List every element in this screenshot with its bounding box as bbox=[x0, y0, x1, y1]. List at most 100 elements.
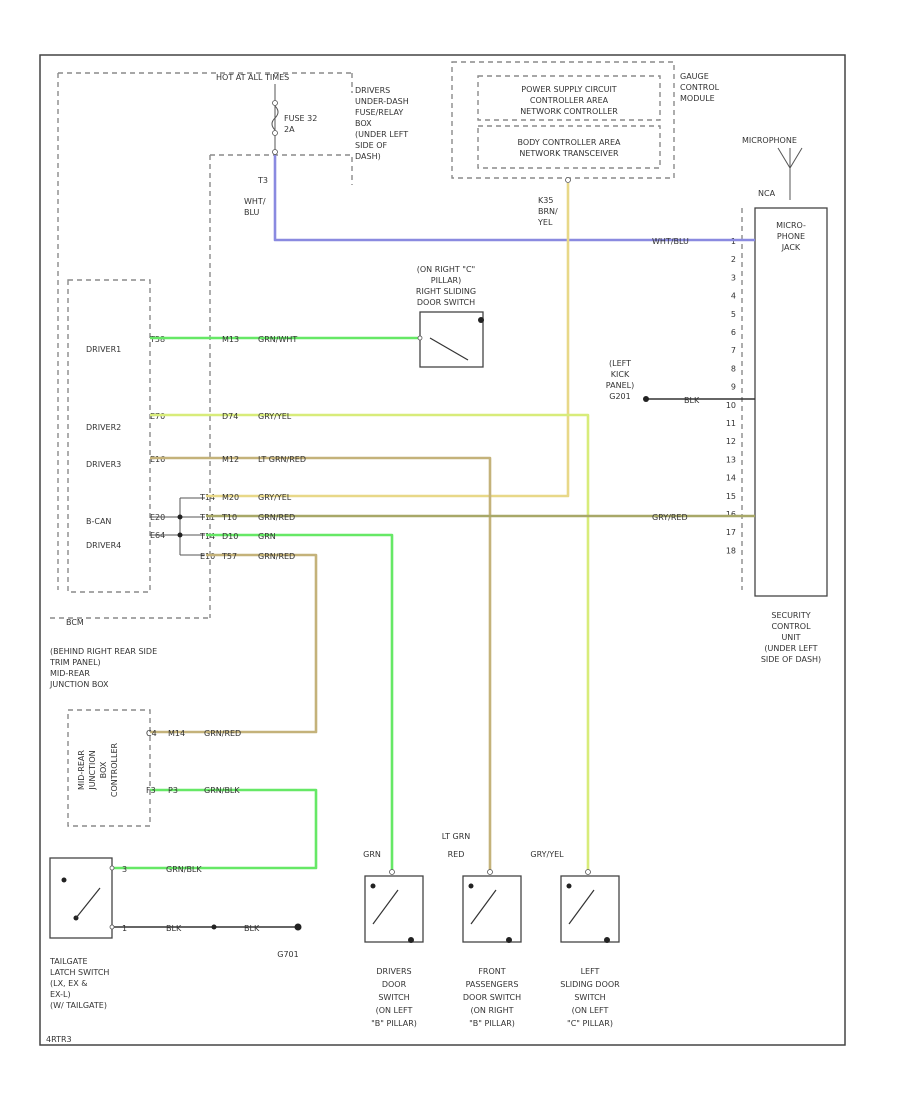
bcm-row-labels-text: B-CAN bbox=[86, 517, 111, 526]
switch-labels-text: DRIVERS bbox=[376, 967, 411, 976]
fuse-box-label-text: DRIVERS bbox=[355, 86, 390, 95]
splice-pin-labels-text: T14 bbox=[199, 532, 215, 541]
pin-numbers-text: 13 bbox=[726, 455, 736, 464]
switch-labels-text: (ON RIGHT bbox=[471, 1006, 514, 1015]
tailgate-wire-labels-text: BLK bbox=[166, 924, 182, 933]
tailgate-switch-label-text: (W/ TAILGATE) bbox=[50, 1001, 107, 1010]
switch-icon bbox=[568, 889, 595, 925]
fuse-pin-label: T3 bbox=[257, 176, 268, 185]
gcm-title-label-text: MODULE bbox=[680, 94, 715, 103]
security-control-unit-label-text: SIDE OF DASH) bbox=[761, 655, 821, 664]
rear-junction-box-label-text: MID-REAR bbox=[50, 669, 90, 678]
g701-ground-labels-text: G701 bbox=[277, 950, 298, 959]
fuse-label-text: 2A bbox=[284, 125, 295, 134]
bcm-pin-labels-text: E70 bbox=[150, 412, 165, 421]
fuse-box-label-text: DASH) bbox=[355, 152, 381, 161]
antenna-icon bbox=[777, 147, 803, 200]
splice-pin-labels-text: T14 bbox=[199, 493, 215, 502]
gcm-wire-label-text: BRN/ bbox=[538, 207, 558, 216]
security-control-unit-label-text: UNIT bbox=[781, 633, 800, 642]
switch-icon bbox=[75, 887, 101, 919]
switch-icon bbox=[429, 337, 469, 361]
switch-labels-text: (ON LEFT bbox=[572, 1006, 609, 1015]
hot-at-all-times-label: HOT AT ALL TIMES bbox=[216, 73, 289, 82]
pin-numbers-text: 11 bbox=[726, 419, 736, 428]
gcm-title-label: GAUGE CONTROL MODULE bbox=[680, 72, 720, 103]
switch-icon bbox=[470, 889, 497, 925]
fuse-wire-label: WHT/BLU bbox=[244, 197, 266, 217]
gcm-inner-labels-text: NETWORK TRANSCEIVER bbox=[519, 149, 619, 158]
wire-lt-grn-red bbox=[150, 456, 492, 872]
wht-blu-wire-label: WHT/BLU bbox=[652, 237, 689, 246]
gcm-title-label-text: GAUGE bbox=[680, 72, 709, 81]
drivers-door-switch bbox=[364, 869, 424, 943]
microphone-label: MICROPHONE bbox=[742, 136, 797, 145]
bcm-row-labels-text: DRIVER3 bbox=[86, 460, 121, 469]
fuse-wire-label-text: BLU bbox=[244, 208, 260, 217]
bcm-wire-labels-text: GRY/YEL bbox=[258, 412, 292, 421]
switch-labels-text: FRONT bbox=[478, 967, 505, 976]
right-sliding-door-label-text: DOOR SWITCH bbox=[417, 298, 475, 307]
gcm-wire-label-text: YEL bbox=[537, 218, 553, 227]
switch-labels-text: SWITCH bbox=[574, 993, 605, 1002]
gcm-wire-label-text: K35 bbox=[538, 196, 553, 205]
bcm-wire-labels-text: GRN/WHT bbox=[258, 335, 297, 344]
tailgate-switch-label-text: EX-L) bbox=[50, 990, 71, 999]
wire-grn bbox=[206, 533, 394, 872]
microphone-nca-label: NCA bbox=[758, 189, 776, 198]
jb-inner-labels-text: JUNCTION bbox=[88, 750, 97, 790]
tailgate-wire-labels-text: GRN/BLK bbox=[166, 865, 202, 874]
switch-labels-text: LEFT bbox=[581, 967, 600, 976]
gcm-title-label-text: CONTROL bbox=[680, 83, 720, 92]
switch-wire-labels-text: GRN bbox=[363, 850, 381, 859]
microphone: MICROPHONE NCA bbox=[742, 136, 803, 200]
switch-labels-text: DOOR bbox=[382, 980, 407, 989]
switch-labels-text: "B" PILLAR) bbox=[469, 1019, 515, 1028]
microphone-jack-label-text: MICRO- bbox=[776, 221, 806, 230]
pin-numbers-text: 17 bbox=[726, 528, 736, 537]
fuse-box-label-text: UNDER-DASH bbox=[355, 97, 409, 106]
jb-inner-labels-text: BOX bbox=[99, 761, 108, 778]
bcm-wire-labels-text: M20 bbox=[222, 493, 239, 502]
pin-numbers-text: 9 bbox=[731, 383, 736, 392]
pin-numbers-text: 12 bbox=[726, 437, 736, 446]
wire-grn-red-jb bbox=[150, 553, 318, 734]
left-kick-panel-label-text: G201 bbox=[609, 392, 630, 401]
pin-numbers-text: 1 bbox=[731, 237, 736, 246]
tailgate-pin-labels-text: 1 bbox=[122, 924, 127, 933]
tailgate-switch-label-text: LATCH SWITCH bbox=[50, 968, 109, 977]
tailgate-switch-label-text: (LX, EX & bbox=[50, 979, 87, 988]
left-kick-panel-label-text: PANEL) bbox=[606, 381, 634, 390]
switch-labels: DRIVERS DOOR SWITCH (ON LEFT "B" PILLAR) FRON… bbox=[371, 967, 620, 1028]
security-control-unit-label-text: CONTROL bbox=[771, 622, 811, 631]
fuse-box-label-text: FUSE/RELAY bbox=[355, 108, 403, 117]
gcm-inner-labels-text: BODY CONTROLLER AREA bbox=[517, 138, 621, 147]
jb-inner-labels-text: MID-REAR bbox=[77, 750, 86, 790]
bcm-pin-labels-text: E16 bbox=[150, 455, 165, 464]
bcm-wire-labels-text: D10 bbox=[222, 532, 238, 541]
gry-red-wire-label: GRY/RED bbox=[652, 513, 688, 522]
rear-junction-box-label-text: JUNCTION BOX bbox=[49, 680, 109, 689]
microphone-jack-label-text: JACK bbox=[781, 243, 801, 252]
pin-numbers-text: 18 bbox=[726, 546, 736, 555]
splice-pin-labels-text: E10 bbox=[200, 552, 215, 561]
switch-wire-labels-text: LT GRN bbox=[442, 832, 471, 841]
jb-wire-labels-text: M14 bbox=[168, 729, 185, 738]
bcm-row-labels-text: DRIVER4 bbox=[86, 541, 121, 550]
bcm-wire-labels-text: D74 bbox=[222, 412, 238, 421]
wires bbox=[112, 155, 755, 931]
pin-numbers-text: 15 bbox=[726, 492, 736, 501]
bcm-wire-labels-text: M12 bbox=[222, 455, 239, 464]
